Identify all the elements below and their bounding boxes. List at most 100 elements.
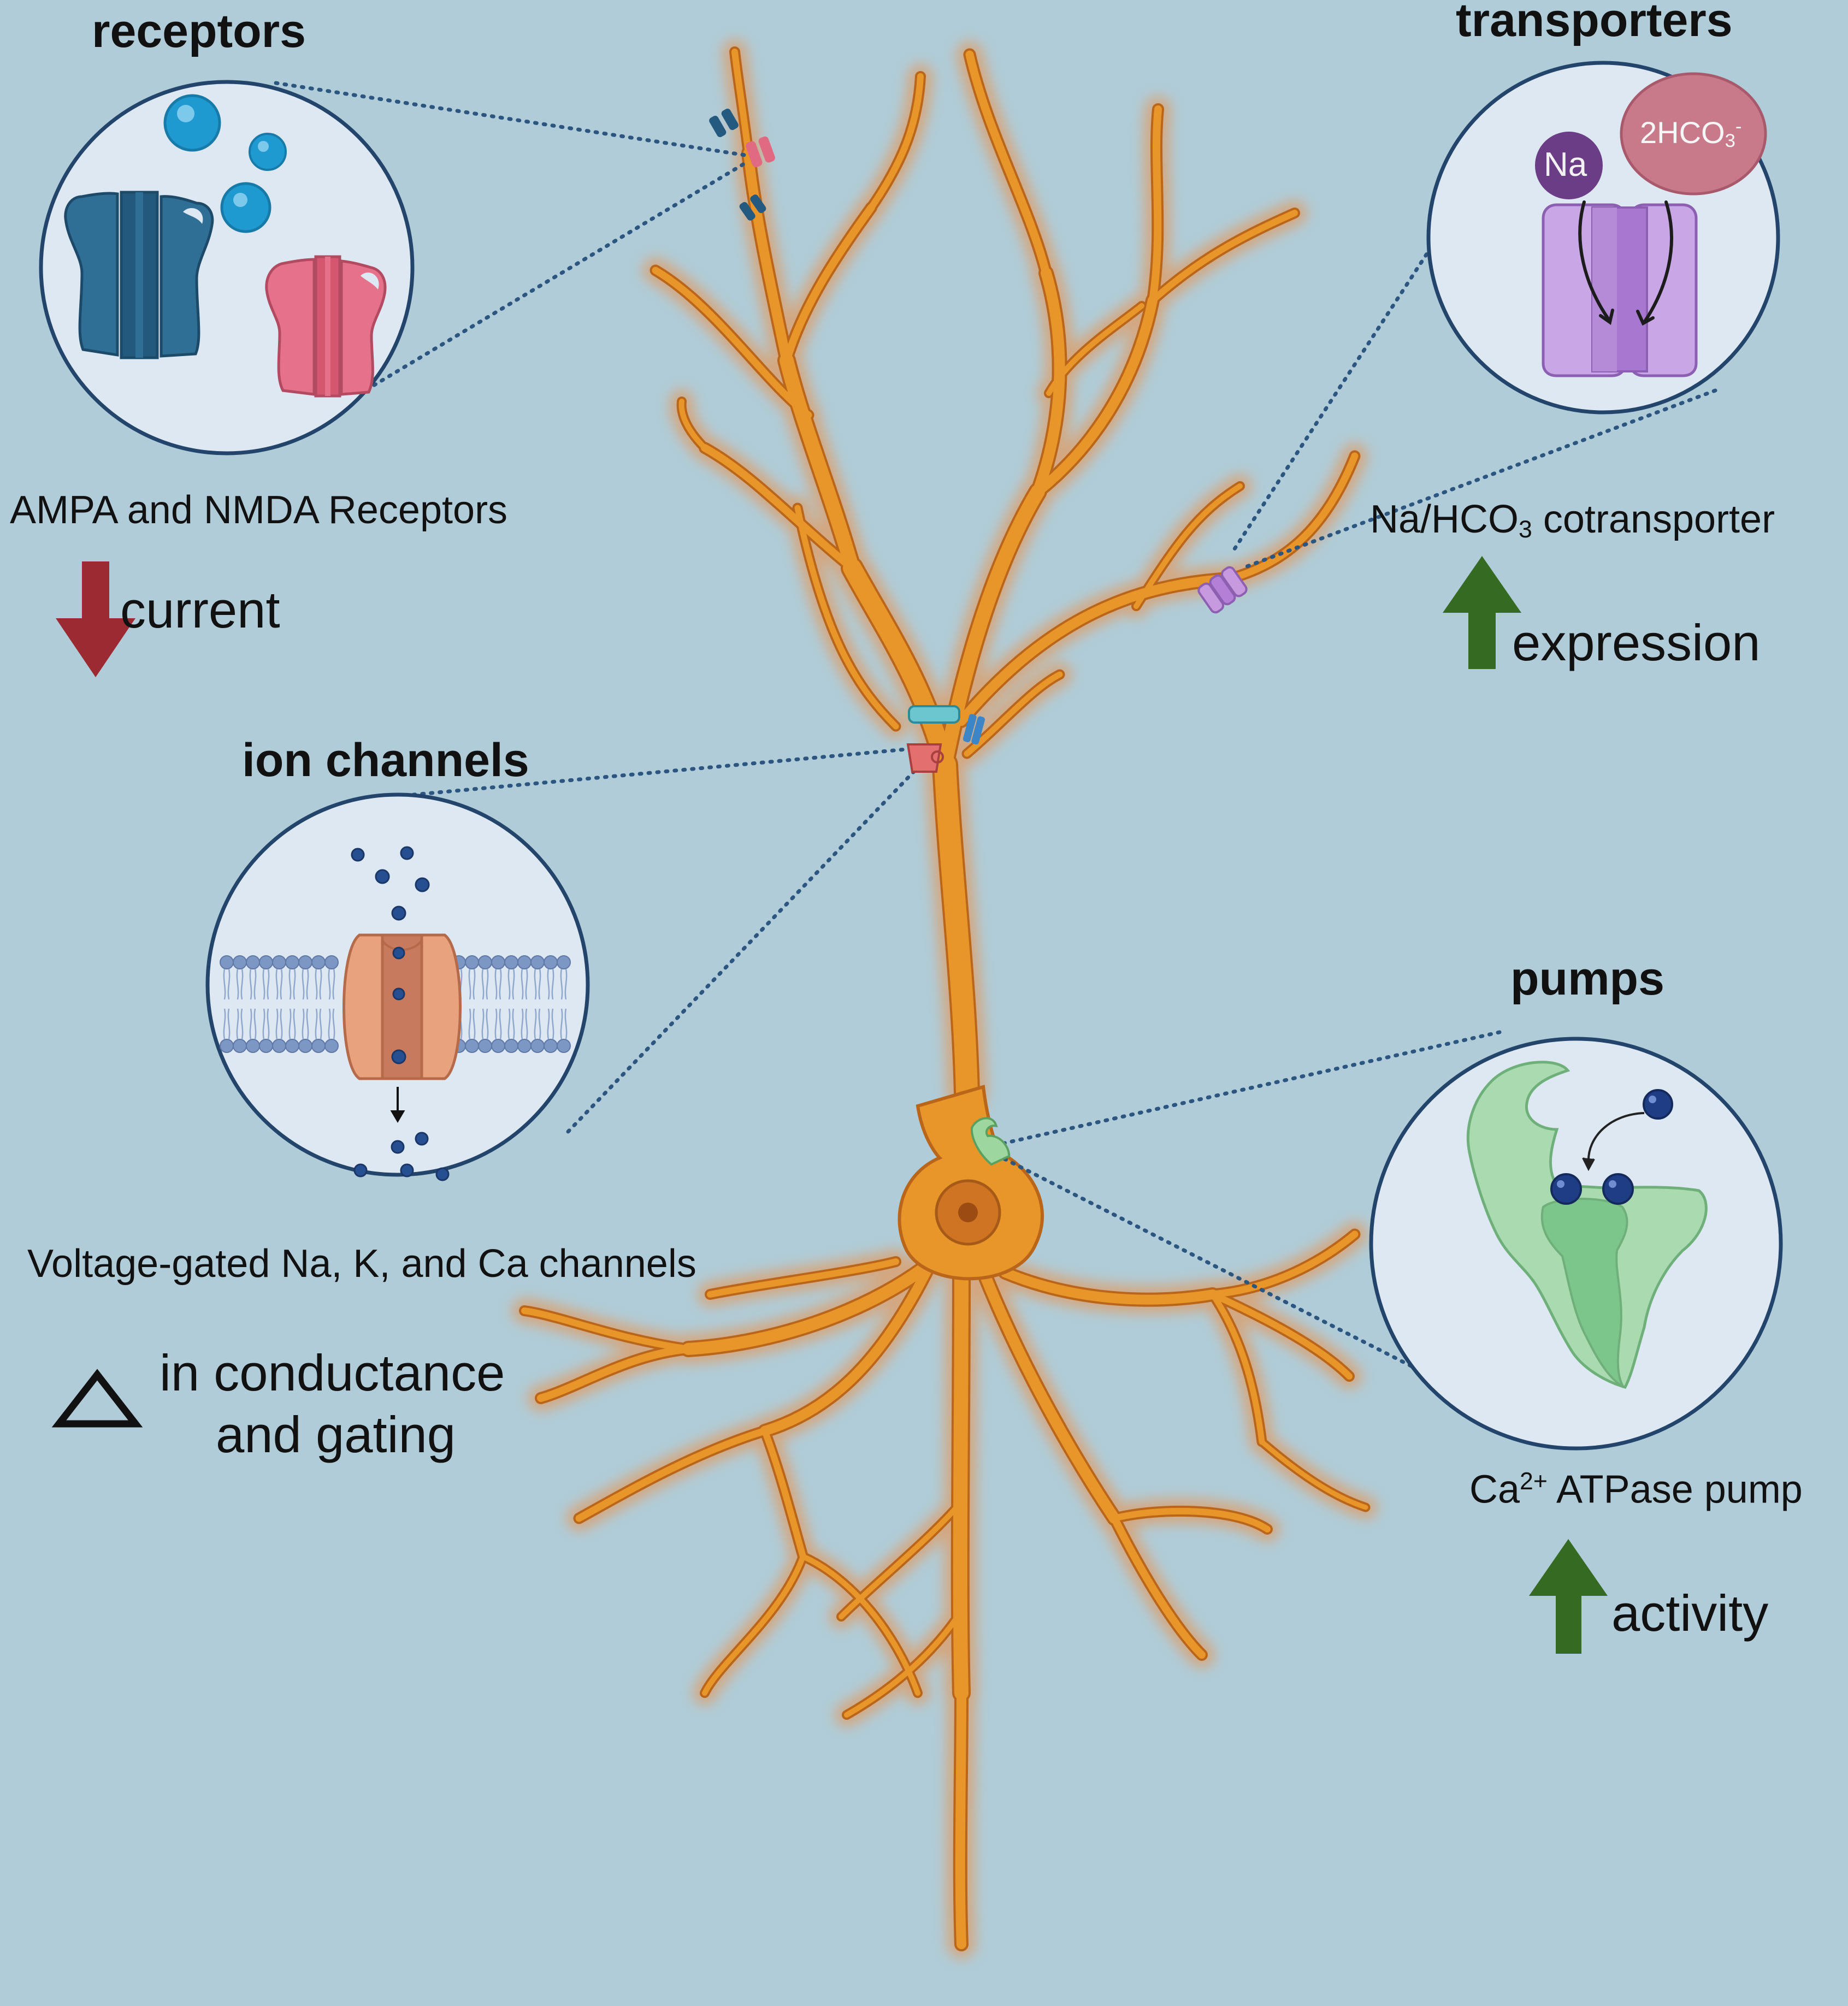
lipid-head bbox=[233, 955, 247, 969]
lipid-tail bbox=[481, 1008, 489, 1040]
lipid-tail bbox=[507, 1008, 515, 1040]
lipid-tail bbox=[560, 968, 568, 1000]
dendrite-receptor-markers bbox=[709, 108, 775, 221]
lipid-head bbox=[272, 955, 286, 969]
bicarbonate-ion-label: 2HCO3- bbox=[1640, 115, 1742, 151]
soma-pump-marker bbox=[970, 1117, 1011, 1166]
lipid-tail bbox=[481, 968, 489, 1000]
lipid-tail bbox=[302, 968, 309, 1000]
lipid-head bbox=[465, 955, 479, 969]
transport-arrows bbox=[1578, 200, 1673, 326]
ion-channels-title: ion channels bbox=[242, 734, 529, 786]
nmda-receptor-icon bbox=[265, 255, 387, 398]
lipid-head bbox=[517, 955, 532, 969]
neuron-branch bbox=[761, 1428, 806, 1560]
lipid-head bbox=[557, 955, 571, 969]
ion-channels-inset bbox=[205, 792, 590, 1181]
cell-body bbox=[898, 1085, 1044, 1281]
lipid-tail bbox=[249, 968, 257, 1000]
lipid-head bbox=[557, 1039, 571, 1053]
neuron-branch bbox=[1209, 1291, 1353, 1380]
neuron-branch bbox=[934, 754, 978, 1103]
pumps-title: pumps bbox=[1510, 952, 1664, 1005]
lipid-head bbox=[530, 1039, 545, 1053]
lipid-tail bbox=[468, 1008, 476, 1040]
neuron-branch bbox=[575, 1427, 769, 1522]
na-ion-label: Na bbox=[1544, 146, 1587, 184]
lipid-head bbox=[298, 1039, 312, 1053]
neuron-branch bbox=[1111, 1507, 1271, 1532]
lipid-head bbox=[246, 1039, 260, 1053]
neuron-branch bbox=[760, 1262, 934, 1436]
transporters-title: transporters bbox=[1456, 0, 1733, 46]
lipid-head bbox=[544, 1039, 558, 1053]
lipid-head bbox=[311, 955, 326, 969]
neuron-branch bbox=[1209, 1291, 1265, 1445]
lipid-head bbox=[491, 955, 505, 969]
neuron-branch bbox=[1225, 452, 1359, 583]
lipid-tail bbox=[275, 968, 283, 1000]
lipid-tail bbox=[262, 1008, 270, 1040]
voltage-gated-channel-icon bbox=[343, 933, 462, 1080]
neuron-branch bbox=[1033, 295, 1158, 496]
lipid-head bbox=[311, 1039, 326, 1053]
lipid-tail bbox=[328, 968, 335, 1000]
neuron-branch bbox=[780, 353, 859, 575]
lipid-tail bbox=[547, 968, 554, 1000]
delta-triangle-icon bbox=[51, 1369, 143, 1428]
lipid-tail bbox=[494, 1008, 502, 1040]
neuron-branch bbox=[794, 505, 899, 730]
lipid-head bbox=[465, 1039, 479, 1053]
neuron bbox=[512, 39, 1378, 1958]
lipid-head bbox=[259, 955, 273, 969]
lipid-head bbox=[530, 955, 545, 969]
bicarbonate-ion-icon bbox=[1620, 72, 1767, 196]
transporters-inset bbox=[1426, 61, 1780, 415]
ion-channels-effect-line1: in conductance bbox=[160, 1344, 505, 1401]
lipid-tail bbox=[328, 1008, 335, 1040]
neuron-branch bbox=[731, 49, 752, 156]
lipid-head bbox=[504, 955, 518, 969]
lipid-tail bbox=[468, 968, 476, 1000]
lipid-tail bbox=[223, 1008, 231, 1040]
lipid-tail bbox=[547, 1008, 554, 1040]
lipid-tail bbox=[494, 968, 502, 1000]
nucleolus bbox=[958, 1203, 978, 1222]
lipid-head bbox=[298, 955, 312, 969]
neuron-branch bbox=[964, 671, 1063, 757]
neuron-branch bbox=[701, 444, 856, 572]
lipid-head bbox=[504, 1039, 518, 1053]
lipid-tail bbox=[236, 968, 244, 1000]
neuron-branch bbox=[678, 399, 707, 451]
receptors-title: receptors bbox=[92, 5, 306, 57]
lipid-tail bbox=[236, 1008, 244, 1040]
lipid-tail bbox=[223, 968, 231, 1000]
lipid-tail bbox=[275, 1008, 283, 1040]
neuron-branch bbox=[839, 1499, 964, 1619]
transporters-caption: Na/HCO3 cotransporter bbox=[1370, 498, 1775, 543]
lipid-tail bbox=[288, 1008, 296, 1040]
receptors-effect: current bbox=[120, 581, 280, 638]
lipid-tail bbox=[315, 1008, 322, 1040]
ion-flow-arrow-icon bbox=[390, 1087, 405, 1123]
neuron-branch bbox=[682, 1250, 946, 1355]
neuron-branch bbox=[955, 1688, 966, 1949]
lipid-head bbox=[517, 1039, 532, 1053]
neuron-branch bbox=[938, 484, 1045, 772]
calcium-pump-icon bbox=[1466, 1061, 1708, 1389]
lipid-tail bbox=[288, 968, 296, 1000]
neuron-branch bbox=[707, 1258, 899, 1298]
pumps-inset bbox=[1369, 1037, 1783, 1451]
lipid-head bbox=[285, 1039, 299, 1053]
lipid-tail bbox=[521, 1008, 528, 1040]
lipid-head bbox=[220, 955, 234, 969]
ion-channels-effect-line2: and gating bbox=[216, 1406, 456, 1463]
neuron-branch bbox=[537, 1345, 692, 1402]
cotransporter-icon bbox=[1542, 203, 1698, 377]
lipid-tail bbox=[315, 968, 322, 1000]
lipid-tail bbox=[507, 968, 515, 1000]
neuron-branch bbox=[652, 267, 812, 419]
neuron-branch bbox=[1149, 210, 1298, 304]
pumps-caption: Ca2+ ATPase pump bbox=[1469, 1467, 1803, 1512]
up-arrow-icon bbox=[1529, 1539, 1608, 1654]
